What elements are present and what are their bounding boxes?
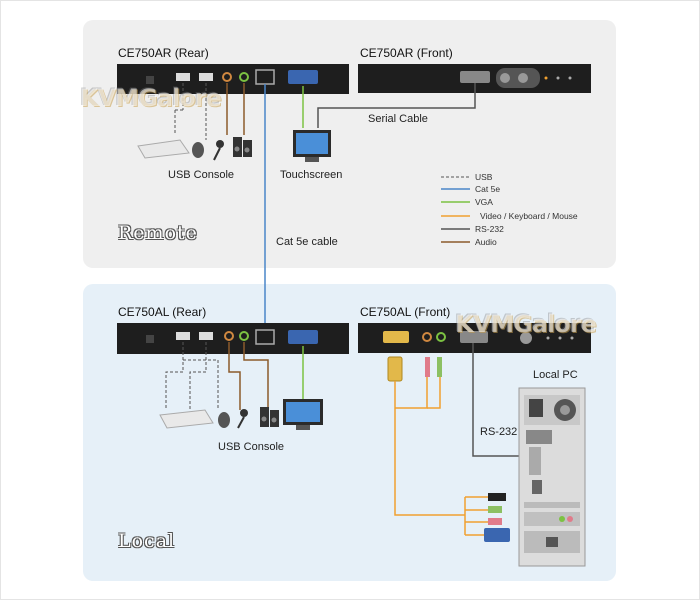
local-pc-label: Local PC xyxy=(533,369,578,381)
legend-vga: VGA xyxy=(475,197,493,207)
ce750al-rear-title: CE750AL (Rear) xyxy=(118,305,207,319)
local-speakers xyxy=(260,407,279,427)
watermark-remote: KVMGalore xyxy=(80,84,222,112)
ce750al-rear-unit xyxy=(117,323,349,354)
legend-usb: USB xyxy=(475,172,493,182)
local-keyboard xyxy=(159,409,214,429)
local-microphone xyxy=(237,409,248,429)
remote-keyboard xyxy=(137,139,190,159)
local-pc-tower xyxy=(518,387,586,567)
ce750ar-rear-title: CE750AR (Rear) xyxy=(118,46,209,60)
local-pc-cable-plugs xyxy=(484,493,510,542)
local-zone-label: Local xyxy=(118,530,176,552)
local-usb-console-label: USB Console xyxy=(218,441,285,453)
ce750ar-rear-unit xyxy=(117,64,349,94)
local-monitor xyxy=(283,399,323,430)
ce750al-front-unit xyxy=(358,323,591,353)
remote-usb-console-label: USB Console xyxy=(168,169,235,181)
remote-speakers xyxy=(233,137,252,157)
watermark-local: KVMGalore xyxy=(455,310,597,338)
serial-cable-label: Serial Cable xyxy=(368,113,428,125)
rs232-label: RS-232 xyxy=(480,426,518,438)
remote-zone-label: Remote xyxy=(118,222,198,244)
kvm-cable-connector xyxy=(387,356,442,382)
ce750ar-front-title: CE750AR (Front) xyxy=(360,46,453,60)
cat5e-cable-label: Cat 5e cable xyxy=(276,236,338,248)
remote-microphone xyxy=(213,140,224,161)
ce750al-front-title: CE750AL (Front) xyxy=(360,305,451,319)
remote-mouse xyxy=(192,142,204,158)
local-mouse xyxy=(218,412,230,428)
legend-cat5e: Cat 5e xyxy=(475,184,501,194)
legend-audio: Audio xyxy=(475,237,497,247)
touchscreen-monitor xyxy=(293,130,331,162)
legend-rs232: RS-232 xyxy=(475,224,504,234)
touchscreen-label: Touchscreen xyxy=(280,169,343,181)
legend-video-keyboard-mouse: Video / Keyboard / Mouse xyxy=(480,211,578,221)
